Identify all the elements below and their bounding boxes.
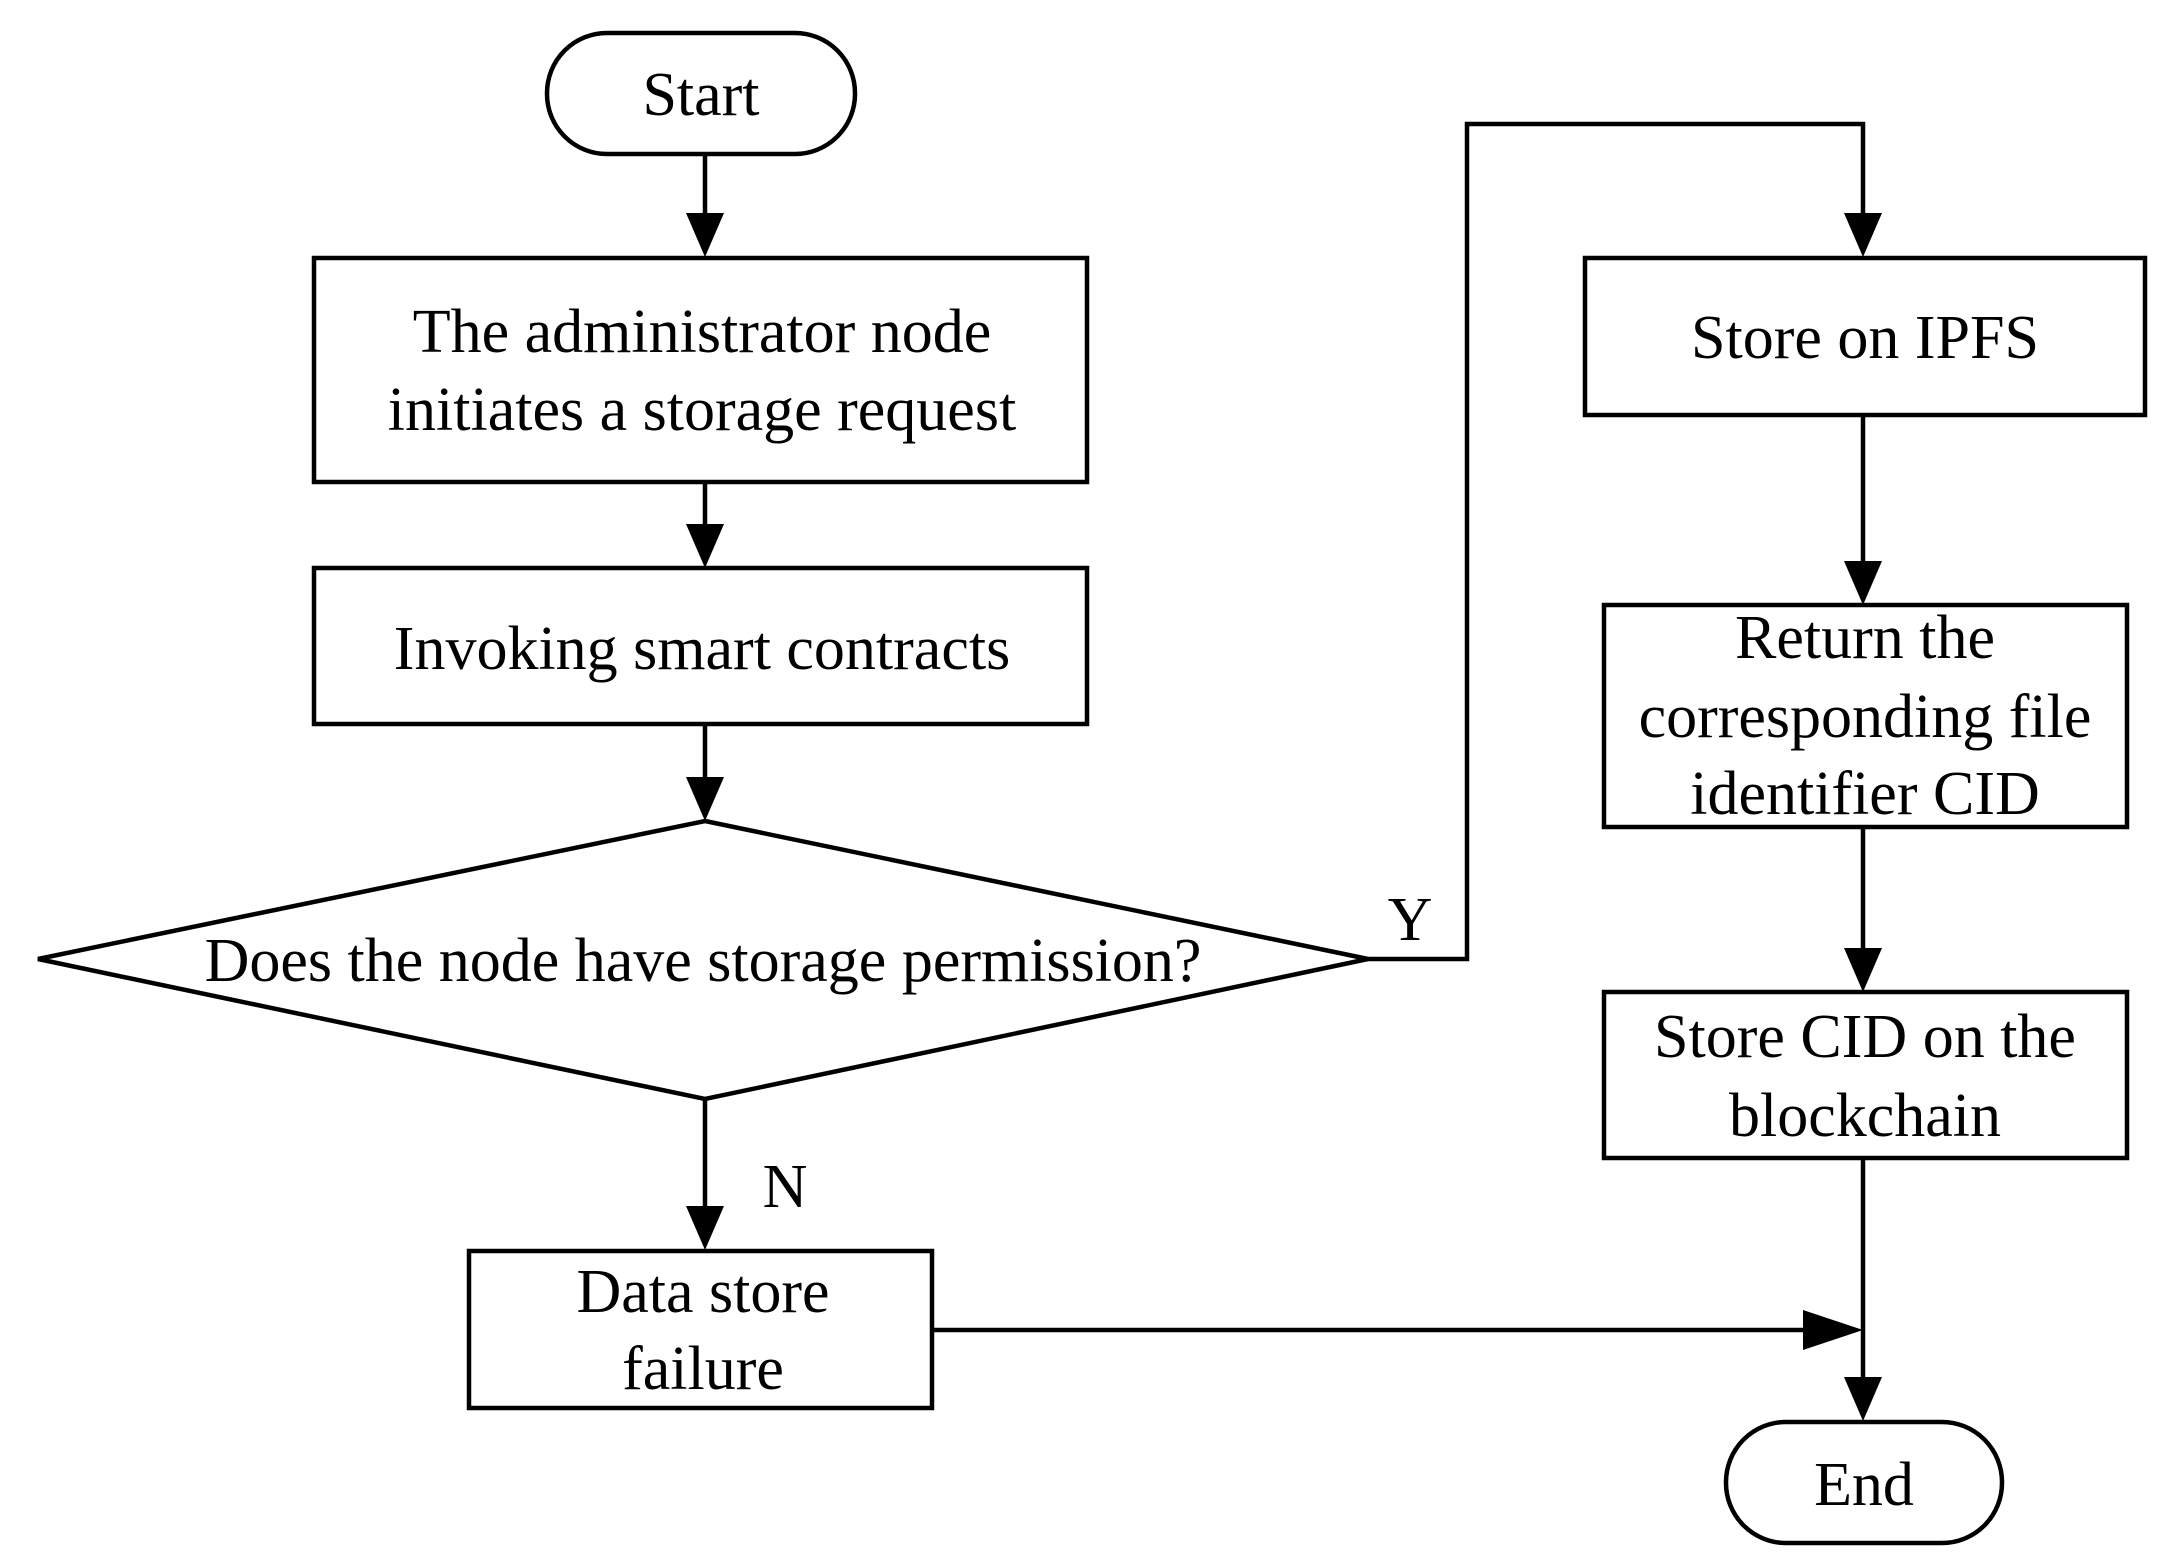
request-label-line1: The administrator node — [413, 298, 992, 366]
start-label: Start — [642, 61, 759, 129]
failure-box — [466, 1248, 935, 1411]
cid-label-line2: corresponding file — [1639, 683, 2092, 751]
ipfs-box — [1582, 255, 2148, 418]
node-cid: Return the corresponding file identifier… — [1601, 602, 2130, 830]
decision-diamond — [37, 818, 1369, 1102]
ipfs-label: Store on IPFS — [1691, 304, 2039, 372]
node-decision: Does the node have storage permission? — [37, 818, 1369, 1102]
arrowhead-chain — [1844, 948, 1882, 992]
chain-label-line1: Store CID on the — [1654, 1003, 2076, 1071]
node-end: End — [1723, 1419, 2005, 1546]
node-invoke: Invoking smart contracts — [311, 565, 1090, 727]
chain-label-line2: blockchain — [1729, 1082, 2001, 1150]
cid-box — [1601, 602, 2130, 830]
invoke-label: Invoking smart contracts — [394, 615, 1010, 683]
arrowhead-cid — [1844, 561, 1882, 605]
no-branch-label: N — [763, 1153, 808, 1221]
end-terminator — [1723, 1419, 2005, 1546]
yes-branch-label: Y — [1388, 886, 1433, 954]
arrowhead-decision — [686, 777, 724, 821]
arrowhead-ipfs — [1844, 213, 1882, 257]
node-start: Start — [544, 30, 858, 157]
edge-decision-to-ipfs — [1368, 121, 1866, 962]
chain-box — [1601, 989, 2130, 1161]
node-ipfs: Store on IPFS — [1582, 255, 2148, 418]
request-box — [311, 255, 1090, 485]
arrowhead-end — [1844, 1377, 1882, 1421]
cid-label-line1: Return the — [1735, 604, 1995, 672]
start-terminator — [544, 30, 858, 157]
request-label-line2: initiates a storage request — [388, 376, 1016, 444]
node-request: The administrator node initiates a stora… — [311, 255, 1090, 485]
arrowhead-merge — [1803, 1310, 1863, 1350]
arrowhead-failure — [686, 1206, 724, 1250]
arrowhead-invoke — [686, 524, 724, 568]
arrowhead-request — [686, 213, 724, 257]
connectors — [686, 121, 1882, 1421]
failure-label-line1: Data store — [576, 1258, 829, 1326]
node-chain: Store CID on the blockchain — [1601, 989, 2130, 1161]
end-label: End — [1814, 1451, 1914, 1519]
invoke-box — [311, 565, 1090, 727]
failure-label-line2: failure — [622, 1335, 784, 1403]
decision-label: Does the node have storage permission? — [205, 927, 1202, 995]
cid-label-line3: identifier CID — [1690, 760, 2040, 828]
node-failure: Data store failure — [466, 1248, 935, 1411]
